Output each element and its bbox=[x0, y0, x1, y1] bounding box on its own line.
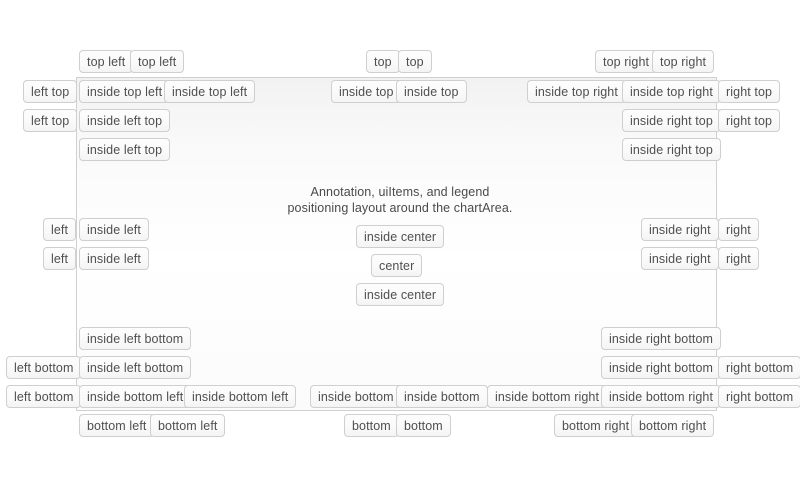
position-pill-inside-left[interactable]: inside left bbox=[79, 247, 149, 270]
position-pill-bottom-right[interactable]: bottom right bbox=[631, 414, 715, 437]
position-pill-top-left[interactable]: top left bbox=[130, 50, 185, 73]
position-pill-inside-right-top[interactable]: inside right top bbox=[622, 109, 721, 132]
position-pill-inside-bottom[interactable]: inside bottom bbox=[396, 385, 488, 408]
position-pill-right-top[interactable]: right top bbox=[718, 80, 781, 103]
position-pill-bottom[interactable]: bottom bbox=[396, 414, 451, 437]
position-pill-inside-left-top[interactable]: inside left top bbox=[79, 138, 171, 161]
position-pill-inside-right[interactable]: inside right bbox=[641, 218, 719, 241]
position-pill-inside-right-bottom[interactable]: inside right bottom bbox=[601, 356, 722, 379]
position-pill-inside-center[interactable]: inside center bbox=[356, 225, 445, 248]
position-pill-inside-center[interactable]: inside center bbox=[356, 283, 445, 306]
position-pill-inside-right-top[interactable]: inside right top bbox=[622, 138, 721, 161]
position-pill-inside-left[interactable]: inside left bbox=[79, 218, 149, 241]
position-pill-center[interactable]: center bbox=[371, 254, 423, 277]
position-pill-inside-right-bottom[interactable]: inside right bottom bbox=[601, 327, 722, 350]
position-pill-inside-left-top[interactable]: inside left top bbox=[79, 109, 171, 132]
position-pill-right-bottom[interactable]: right bottom bbox=[718, 356, 800, 379]
position-pill-inside-top-left[interactable]: inside top left bbox=[164, 80, 256, 103]
position-pill-left-bottom[interactable]: left bottom bbox=[6, 356, 82, 379]
position-pill-left[interactable]: left bbox=[43, 218, 77, 241]
position-pill-left[interactable]: left bbox=[43, 247, 77, 270]
position-pill-top-right[interactable]: top right bbox=[595, 50, 658, 73]
position-pill-left-top[interactable]: left top bbox=[23, 109, 78, 132]
position-pill-bottom-right[interactable]: bottom right bbox=[554, 414, 638, 437]
position-pill-inside-left-bottom[interactable]: inside left bottom bbox=[79, 356, 192, 379]
position-pill-right[interactable]: right bbox=[718, 218, 759, 241]
position-pill-inside-bottom[interactable]: inside bottom bbox=[310, 385, 402, 408]
position-pill-inside-top[interactable]: inside top bbox=[331, 80, 402, 103]
position-pill-top-left[interactable]: top left bbox=[79, 50, 134, 73]
position-pill-right-top[interactable]: right top bbox=[718, 109, 781, 132]
position-pill-right[interactable]: right bbox=[718, 247, 759, 270]
position-pill-inside-bottom-right[interactable]: inside bottom right bbox=[487, 385, 608, 408]
position-pill-inside-bottom-right[interactable]: inside bottom right bbox=[601, 385, 722, 408]
position-pill-top-right[interactable]: top right bbox=[652, 50, 715, 73]
position-pill-inside-top[interactable]: inside top bbox=[396, 80, 467, 103]
layout-caption: Annotation, uiItems, and legend position… bbox=[287, 185, 513, 215]
position-pill-inside-bottom-left[interactable]: inside bottom left bbox=[79, 385, 192, 408]
position-pill-inside-top-left[interactable]: inside top left bbox=[79, 80, 171, 103]
position-pill-left-bottom[interactable]: left bottom bbox=[6, 385, 82, 408]
position-pill-inside-top-right[interactable]: inside top right bbox=[527, 80, 626, 103]
position-pill-bottom-left[interactable]: bottom left bbox=[79, 414, 155, 437]
position-pill-right-bottom[interactable]: right bottom bbox=[718, 385, 800, 408]
position-pill-inside-right[interactable]: inside right bbox=[641, 247, 719, 270]
position-pill-top[interactable]: top bbox=[398, 50, 432, 73]
position-pill-inside-left-bottom[interactable]: inside left bottom bbox=[79, 327, 192, 350]
position-pill-inside-bottom-left[interactable]: inside bottom left bbox=[184, 385, 297, 408]
position-pill-left-top[interactable]: left top bbox=[23, 80, 78, 103]
position-pill-bottom-left[interactable]: bottom left bbox=[150, 414, 226, 437]
position-pill-bottom[interactable]: bottom bbox=[344, 414, 399, 437]
position-pill-inside-top-right[interactable]: inside top right bbox=[622, 80, 721, 103]
position-pill-top[interactable]: top bbox=[366, 50, 400, 73]
